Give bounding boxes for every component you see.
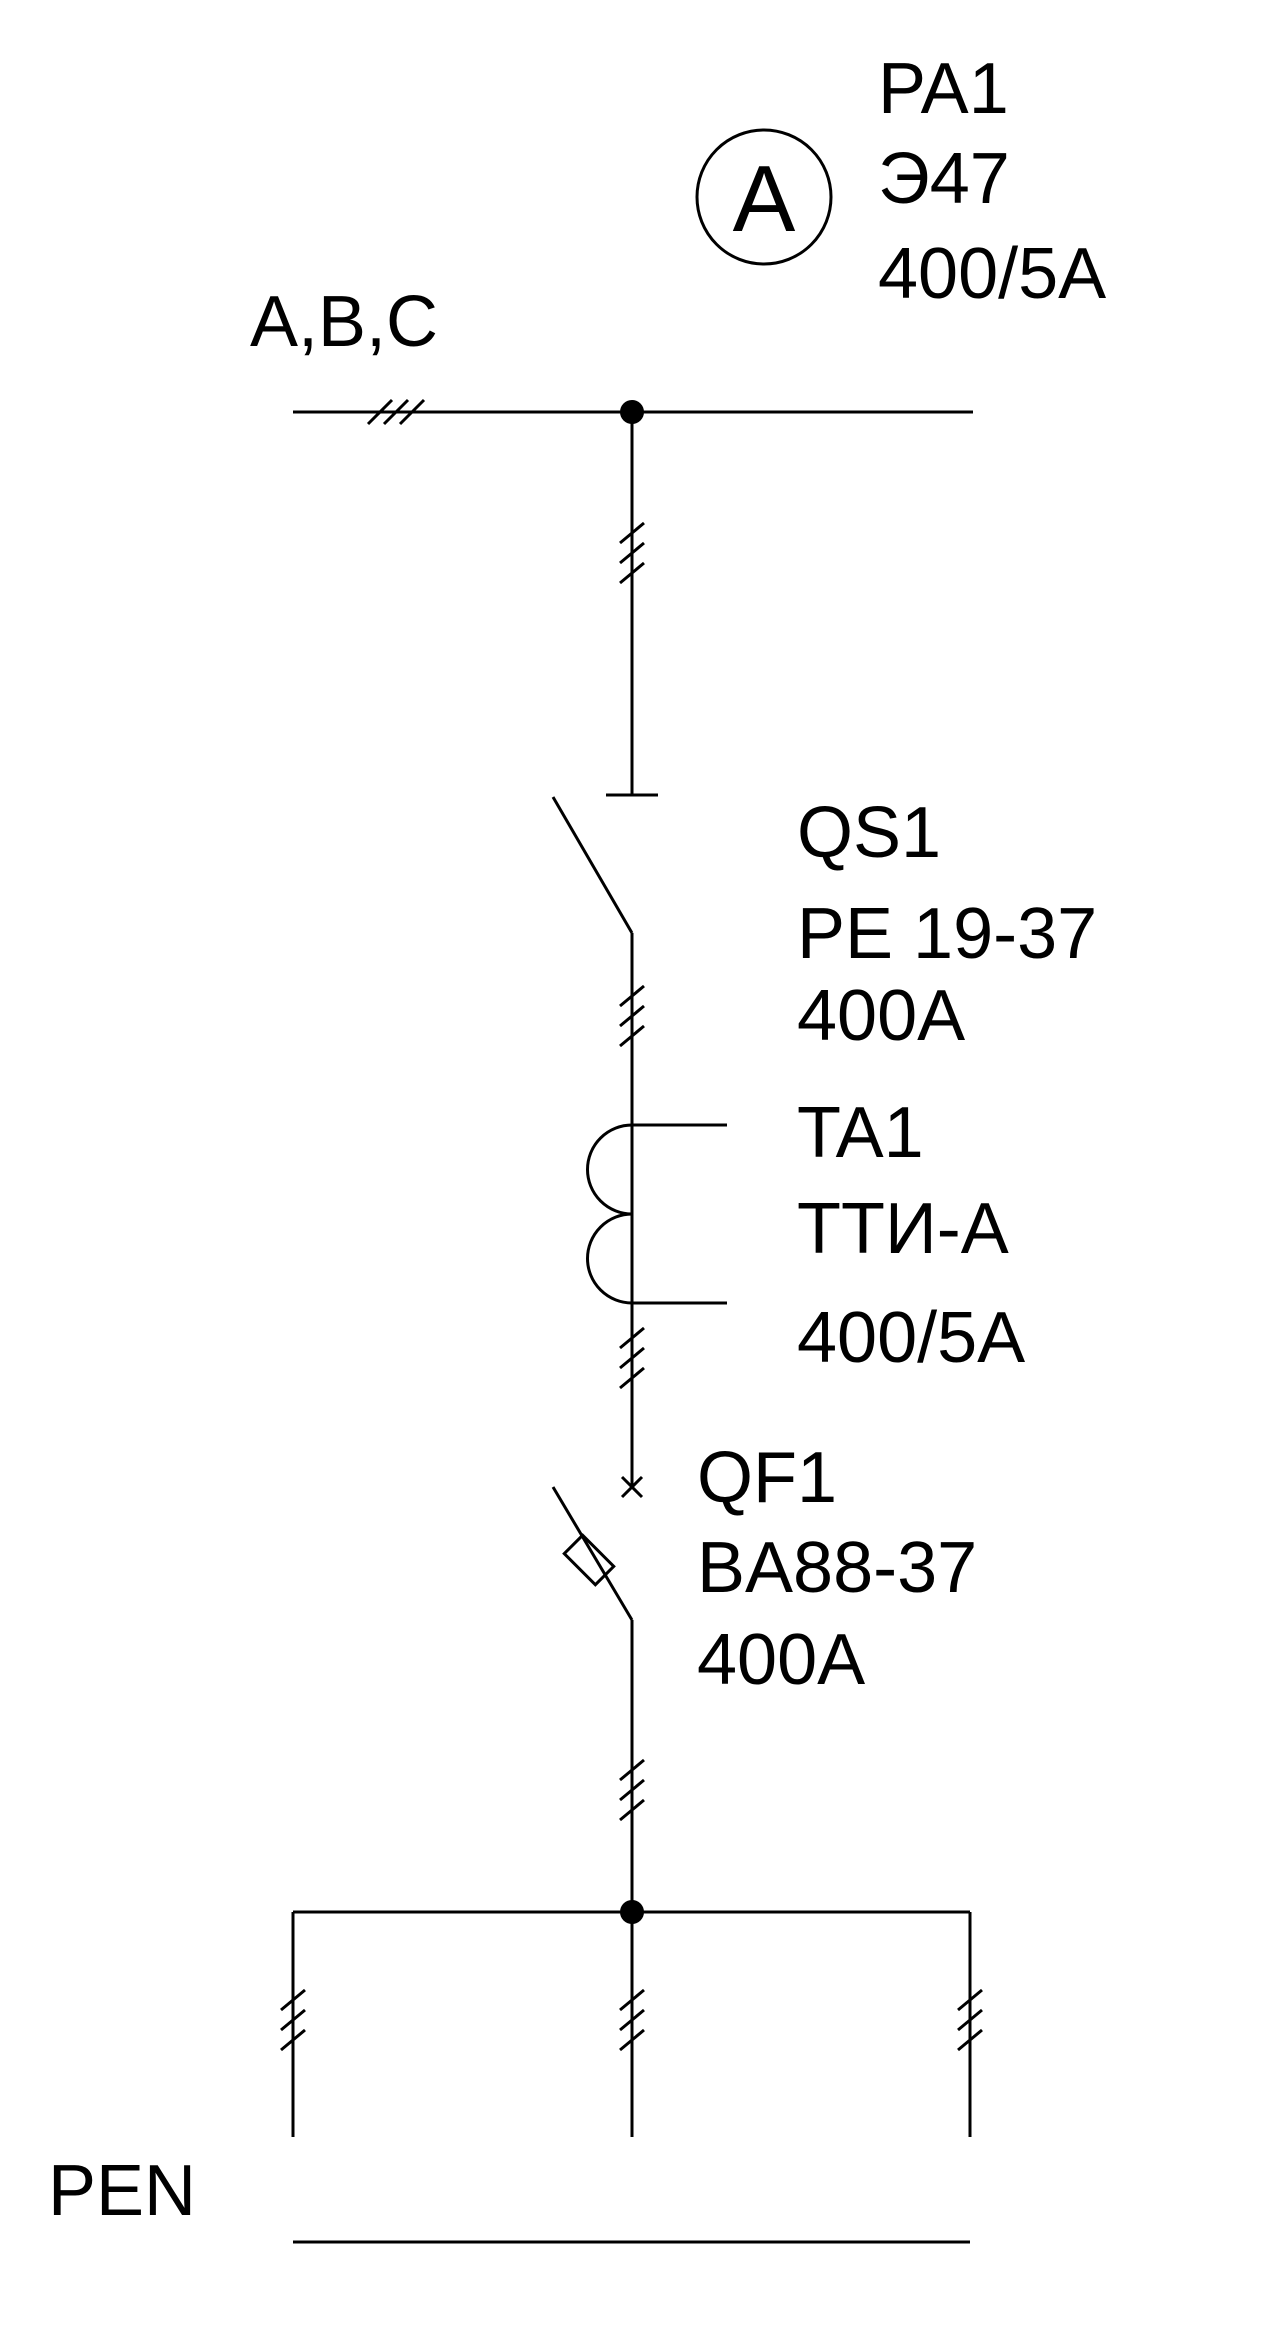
feeder-lower: [619, 1620, 645, 1912]
ammeter-pa1: A PA1 Э47 400/5A: [695, 49, 1106, 314]
transformer-winding: [586, 1123, 633, 1305]
branch-tick: [619, 1988, 645, 2012]
bus-label: A,B,C: [250, 282, 438, 362]
feeder-tick: [619, 1778, 645, 1802]
distribution-bus: [280, 1900, 983, 2137]
ammeter-designation: PA1: [878, 49, 1009, 129]
bus-three-phase-ticks: [366, 398, 426, 426]
breaker-release-box: [562, 1533, 616, 1587]
breaker-x-stroke: [620, 1475, 644, 1499]
branch-tick: [957, 2028, 983, 2052]
feeder-tick: [619, 984, 645, 1008]
outgoing-branch-left: [280, 1912, 306, 2137]
ammeter-symbol: A: [733, 146, 796, 251]
feeder-three-phase-ticks: [619, 1758, 645, 1822]
feeder-tick: [619, 541, 645, 565]
feeder-tick: [619, 1326, 645, 1350]
feeder-tick: [619, 521, 645, 545]
branch-tick: [957, 2008, 983, 2032]
branch-tick: [619, 2028, 645, 2052]
feeder-tick: [619, 1366, 645, 1390]
current-transformer-ta1: TA1 ТТИ-А 400/5A: [586, 1093, 1025, 1487]
branch-tick: [619, 2008, 645, 2032]
feeder-tick: [619, 1798, 645, 1822]
pen-label: PEN: [48, 2151, 196, 2231]
circuit-breaker-qf1: QF1 BA88-37 400A: [551, 1438, 977, 1700]
breaker-type: BA88-37: [697, 1528, 977, 1608]
feeder-tick: [619, 1346, 645, 1370]
branch-tick: [957, 1988, 983, 2012]
breaker-x-contact: [620, 1475, 644, 1499]
bus-tick: [382, 398, 410, 426]
breaker-designation: QF1: [697, 1438, 837, 1518]
feeder-upper: [606, 412, 658, 797]
outgoing-branch-center: [619, 1912, 645, 2137]
branch-tick: [280, 2028, 306, 2052]
transformer-rating: 400/5A: [797, 1298, 1025, 1378]
outgoing-branch-right: [957, 1912, 983, 2137]
breaker-rating: 400A: [697, 1620, 865, 1700]
transformer-type: ТТИ-А: [797, 1189, 1009, 1269]
disconnector-qs1: QS1 PE 19-37 400A: [551, 793, 1097, 1125]
feeder-tick: [619, 1024, 645, 1048]
branch-tick: [280, 2008, 306, 2032]
disconnector-blade: [551, 796, 634, 934]
disconnector-rating: 400A: [797, 976, 965, 1056]
bus-tick: [398, 398, 426, 426]
feeder-tick: [619, 1758, 645, 1782]
pen-conductor: PEN: [48, 2151, 970, 2244]
transformer-designation: TA1: [797, 1093, 924, 1173]
branch-tick: [280, 1988, 306, 2012]
ammeter-circle: [695, 128, 833, 266]
ammeter-rating: 400/5A: [878, 234, 1106, 314]
disconnector-three-phase-ticks: [619, 984, 645, 1048]
ammeter-type: Э47: [878, 139, 1010, 219]
disconnector-designation: QS1: [797, 793, 941, 873]
feeder-tick: [619, 561, 645, 585]
feeder-tick: [619, 1004, 645, 1028]
disconnector-type: PE 19-37: [797, 894, 1097, 974]
feeder-three-phase-ticks: [619, 521, 645, 585]
phase-bus: A,B,C: [250, 282, 973, 426]
transformer-three-phase-ticks: [619, 1326, 645, 1390]
bus-tick: [366, 398, 394, 426]
breaker-blade: [551, 1486, 634, 1621]
